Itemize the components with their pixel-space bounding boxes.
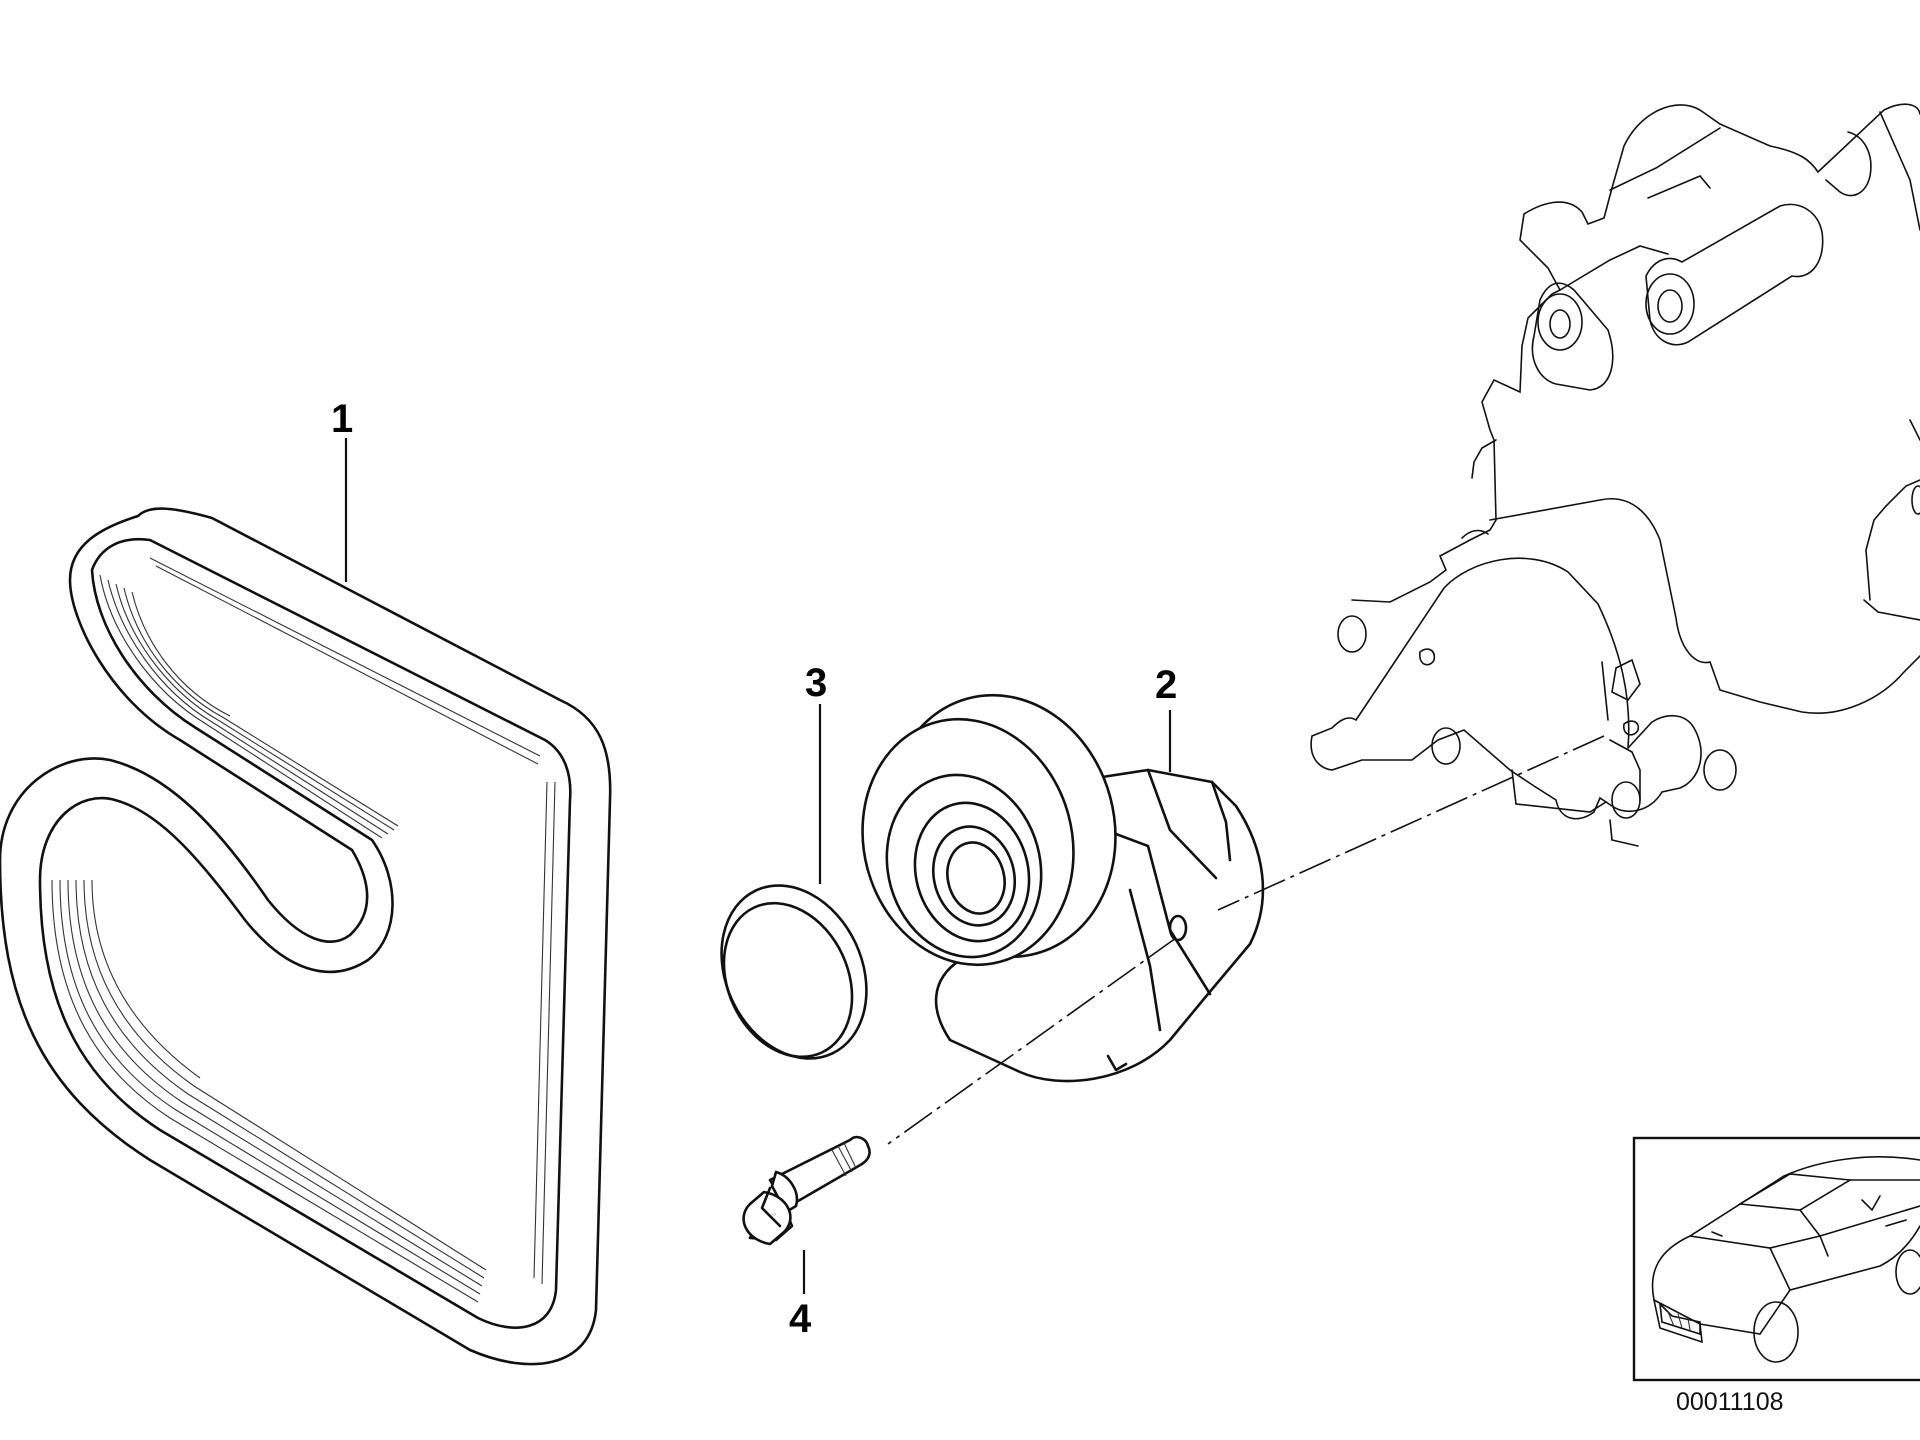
callout-3-label: 3	[805, 661, 827, 705]
car-sedan-locator-icon	[1651, 1156, 1920, 1363]
callout-3[interactable]: 3	[805, 661, 827, 884]
reference-number: 00011108	[1676, 1388, 1784, 1416]
belt-tensioner-part[interactable]	[835, 670, 1265, 1083]
callout-2-label: 2	[1155, 663, 1177, 707]
callout-1-label: 1	[331, 397, 353, 441]
assembly-centerline	[887, 735, 1605, 1145]
drive-belt-part[interactable]	[0, 507, 612, 1366]
callout-4[interactable]: 4	[789, 1250, 812, 1341]
engine-block-outline	[1310, 103, 1920, 847]
bolt-part[interactable]	[742, 1135, 871, 1246]
car-locator-inset	[1632, 1136, 1920, 1382]
cover-cap-part[interactable]	[694, 862, 893, 1083]
callout-1[interactable]: 1	[331, 397, 353, 582]
callout-4-label: 4	[789, 1297, 812, 1341]
callout-2[interactable]: 2	[1155, 663, 1177, 772]
